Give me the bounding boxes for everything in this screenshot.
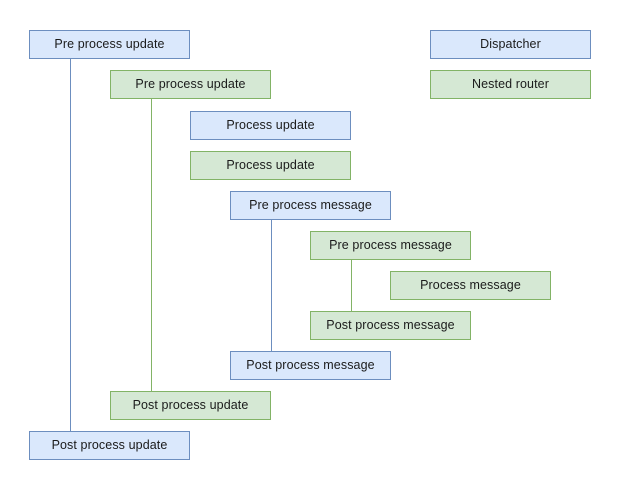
- node-label: Pre process message: [249, 198, 372, 212]
- node-label: Process update: [226, 158, 315, 172]
- node-label: Process update: [226, 118, 315, 132]
- connector-pre-update-to-post-update-nested: [151, 99, 152, 391]
- node-label: Post process message: [326, 318, 455, 332]
- node-label: Pre process message: [329, 238, 452, 252]
- node-pre-process-update-nested[interactable]: Pre process update: [110, 70, 271, 99]
- node-pre-process-update-dispatcher[interactable]: Pre process update: [29, 30, 190, 59]
- node-process-update-dispatcher[interactable]: Process update: [190, 111, 351, 140]
- node-post-process-update-nested[interactable]: Post process update: [110, 391, 271, 420]
- node-post-process-update-dispatcher[interactable]: Post process update: [29, 431, 190, 460]
- node-process-message-nested[interactable]: Process message: [390, 271, 551, 300]
- legend-item-nested-router[interactable]: Nested router: [430, 70, 591, 99]
- connector-pre-message-to-post-message-nested: [351, 260, 352, 311]
- node-label: Pre process update: [54, 37, 165, 51]
- node-label: Post process message: [246, 358, 375, 372]
- node-post-process-message-dispatcher[interactable]: Post process message: [230, 351, 391, 380]
- node-pre-process-message-nested[interactable]: Pre process message: [310, 231, 471, 260]
- connector-pre-message-to-post-message-dispatcher: [271, 220, 272, 351]
- legend-item-dispatcher[interactable]: Dispatcher: [430, 30, 591, 59]
- legend-item-label: Nested router: [471, 77, 550, 91]
- connector-pre-update-to-post-update-dispatcher: [70, 59, 71, 431]
- node-label: Process message: [420, 278, 521, 292]
- node-label: Post process update: [132, 398, 249, 412]
- node-post-process-message-nested[interactable]: Post process message: [310, 311, 471, 340]
- node-label: Pre process update: [135, 77, 246, 91]
- node-process-update-nested[interactable]: Process update: [190, 151, 351, 180]
- node-pre-process-message-dispatcher[interactable]: Pre process message: [230, 191, 391, 220]
- legend-item-label: Dispatcher: [480, 37, 541, 51]
- node-label: Post process update: [51, 438, 168, 452]
